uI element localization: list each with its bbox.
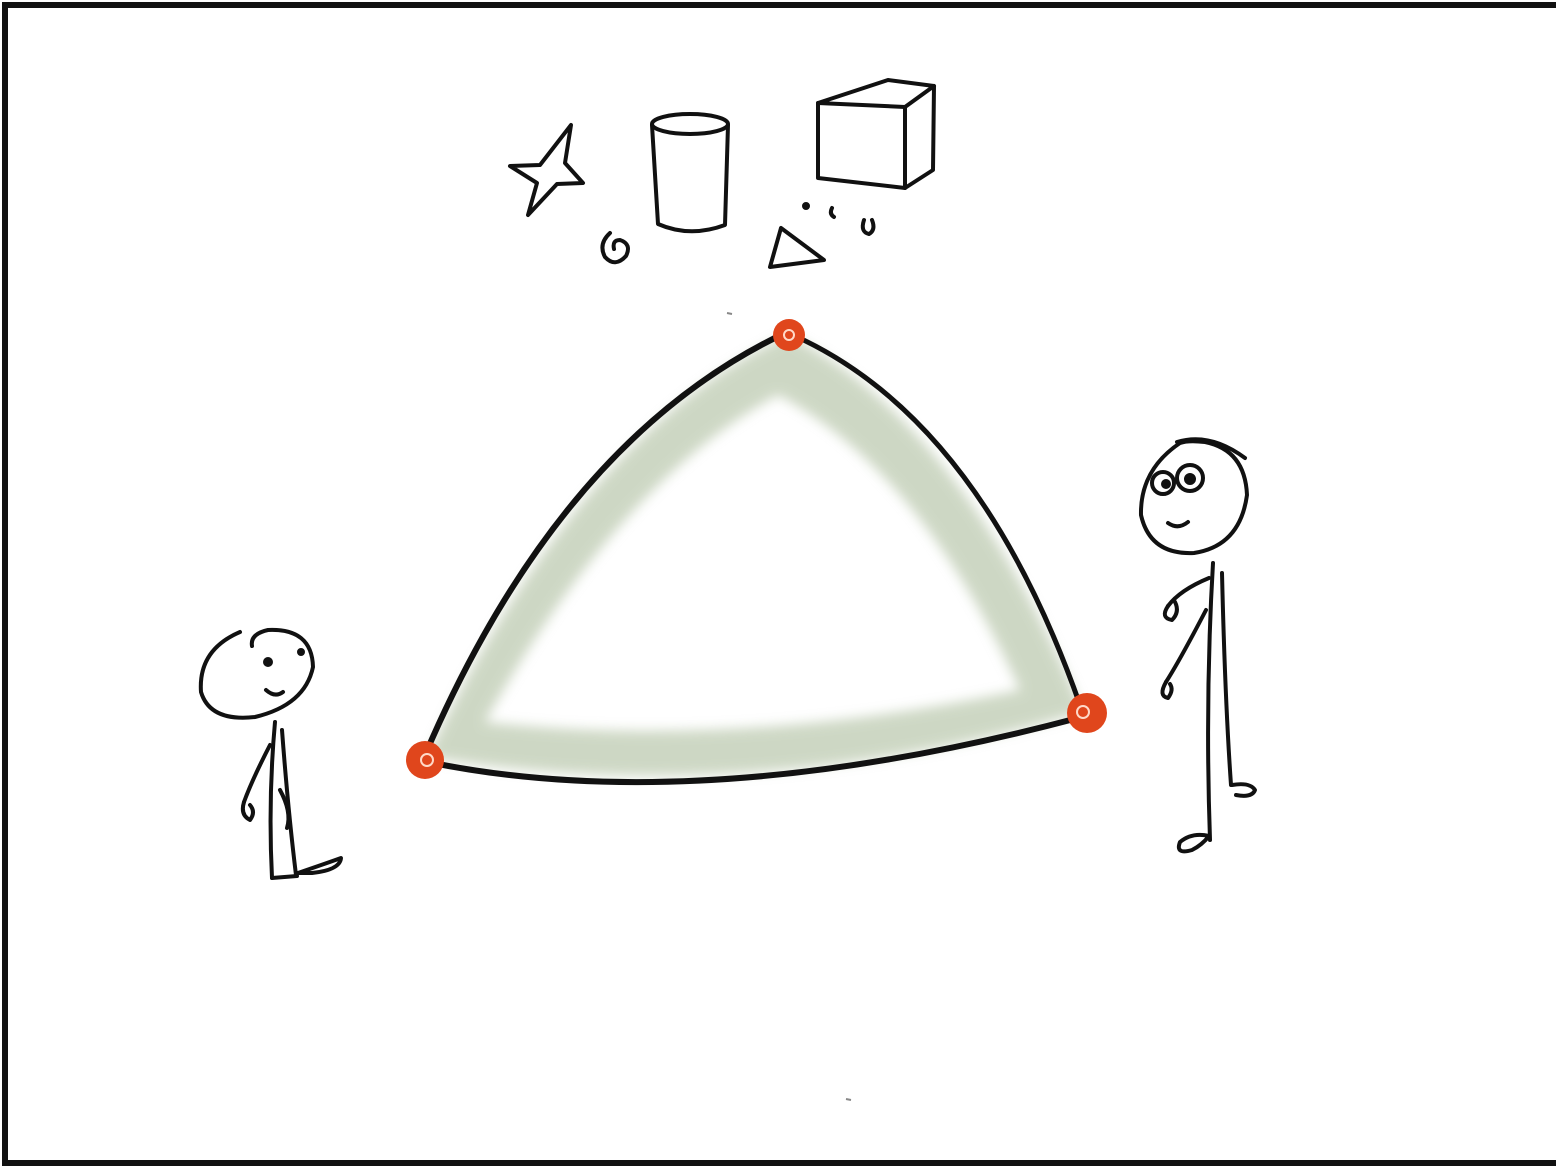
hand-icon (1162, 682, 1171, 698)
cone-icon (770, 228, 824, 267)
star-icon (510, 125, 583, 215)
stick-figure-right (1141, 439, 1255, 851)
vertex-dot-top (773, 319, 805, 351)
eye-icon (265, 659, 271, 665)
vertex-dot-right (1067, 693, 1107, 733)
tick-mark-icon (831, 208, 834, 217)
vertex-dot-left (406, 741, 444, 779)
smile-icon (266, 690, 283, 695)
head-outline (201, 630, 313, 718)
stray-mark (846, 1099, 851, 1100)
cube-icon (818, 80, 934, 188)
canvas-border (5, 5, 1556, 1163)
body-line (1208, 563, 1213, 840)
foot-icon (272, 876, 297, 878)
swirl-icon (602, 233, 628, 262)
cylinder-icon (652, 114, 728, 231)
smile-icon (1168, 522, 1188, 526)
arm-line (244, 745, 270, 802)
head-outline (1141, 441, 1247, 553)
dot-icon (804, 204, 808, 208)
small-swirl-icon (863, 220, 874, 234)
stray-mark (727, 313, 732, 314)
foot-icon (298, 858, 341, 873)
eye-icon (1163, 481, 1169, 487)
body-line (1222, 573, 1231, 785)
eye-icon (1186, 475, 1194, 483)
foot-icon (1232, 784, 1255, 796)
eye-icon (299, 650, 303, 654)
triangle-shading (427, 335, 1083, 776)
floating-shapes (510, 80, 934, 267)
foot-icon (1179, 835, 1209, 852)
stick-figure-left (201, 630, 341, 878)
hand-icon (243, 802, 253, 820)
